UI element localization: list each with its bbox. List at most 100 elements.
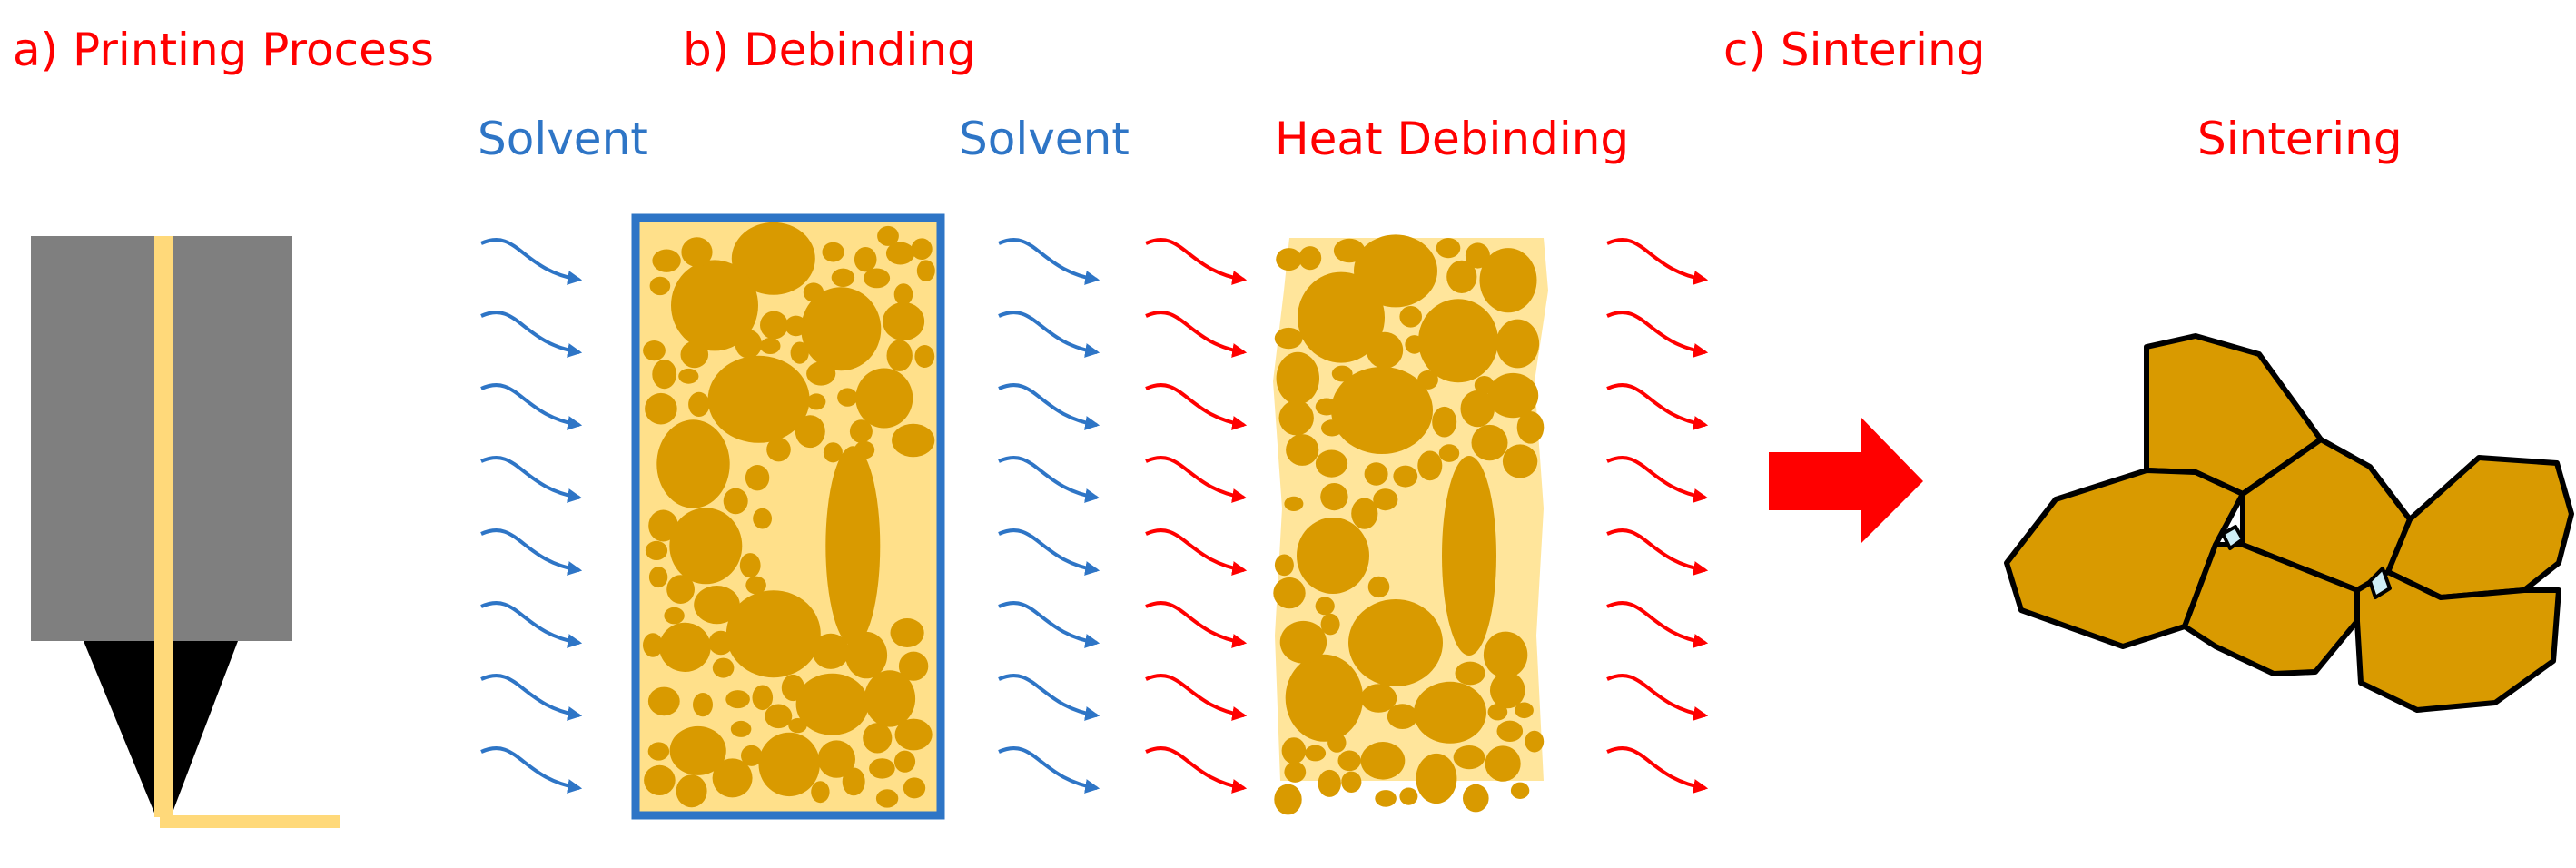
powder-particle [914, 345, 935, 368]
powder-particle [647, 686, 680, 716]
powder-particle [1414, 681, 1486, 744]
powder-particle [753, 508, 772, 529]
curved-arrow-icon [480, 746, 583, 794]
powder-particle [707, 355, 810, 443]
powder-particle [1305, 745, 1327, 762]
powder-particle [1284, 761, 1307, 783]
powder-particle [1274, 327, 1303, 350]
green-part-frame [631, 213, 945, 820]
powder-particle [1485, 745, 1521, 782]
curved-arrow-icon [1606, 456, 1709, 503]
powder-particle [1360, 684, 1397, 713]
solvent-arrows-group-2 [998, 238, 1100, 794]
curved-arrow-icon [1145, 311, 1248, 358]
powder-particle [1298, 246, 1322, 271]
powder-particle [1442, 456, 1496, 656]
powder-particle [795, 415, 825, 449]
powder-particle [885, 242, 915, 265]
powder-particle [648, 509, 678, 542]
printing-process-title: a) Printing Process [13, 24, 434, 76]
powder-particle [745, 465, 770, 491]
heat-arrows-group-2 [1606, 238, 1709, 794]
powder-particle [1436, 238, 1461, 259]
powder-particle [1286, 434, 1319, 466]
powder-particle [1495, 319, 1540, 369]
powder-particle [1405, 335, 1424, 354]
printed-filament [160, 815, 340, 828]
powder-particle [708, 630, 734, 656]
powder-particle [1281, 737, 1307, 764]
curved-arrow-icon [1145, 528, 1248, 576]
powder-particle [823, 442, 843, 463]
powder-particle [647, 742, 670, 761]
powder-particle [1278, 400, 1314, 436]
powder-particle [812, 633, 850, 669]
curved-arrow-icon [1606, 601, 1709, 648]
powder-particle [1438, 444, 1460, 462]
powder-particle [811, 781, 830, 804]
powder-particle [785, 315, 807, 337]
curved-arrow-icon [998, 238, 1100, 285]
powder-particle [669, 508, 743, 585]
powder-particle [652, 249, 681, 272]
sintering-label: Sintering [2197, 113, 2403, 165]
powder-particle [1320, 483, 1348, 511]
powder-particle [1516, 411, 1545, 444]
powder-particle [649, 276, 671, 296]
powder-particle [1502, 444, 1538, 478]
grain [2354, 569, 2561, 713]
curved-arrow-icon [480, 238, 583, 285]
powder-particle [795, 673, 869, 735]
powder-particle [1284, 496, 1304, 512]
powder-particle [645, 392, 677, 425]
powder-particle [1321, 419, 1343, 437]
curved-arrow-icon [1145, 746, 1248, 794]
powder-particle [854, 247, 877, 272]
powder-particle [1298, 271, 1385, 363]
powder-particles-green [643, 222, 935, 808]
powder-particle [1418, 299, 1498, 383]
curved-arrow-icon [998, 601, 1100, 648]
powder-particle [1285, 654, 1364, 742]
powder-particle [886, 340, 913, 371]
powder-particle [664, 607, 685, 625]
powder-particle [1417, 450, 1443, 481]
powder-particle [731, 222, 815, 295]
powder-particle [1373, 488, 1398, 511]
powder-particle [1487, 704, 1508, 721]
powder-particle [825, 446, 881, 646]
grain [2385, 455, 2574, 600]
curved-arrow-icon [998, 456, 1100, 503]
powder-particle [1483, 631, 1528, 678]
debinding-title: b) Debinding [683, 24, 976, 76]
powder-particle [643, 633, 663, 657]
powder-particle [790, 341, 809, 364]
curved-arrow-icon [998, 528, 1100, 576]
curved-arrow-icon [1145, 238, 1248, 285]
curved-arrow-icon [1606, 528, 1709, 576]
powder-particle [849, 419, 873, 443]
powder-particle [735, 330, 762, 359]
powder-particle [1331, 365, 1353, 382]
powder-particle [817, 740, 855, 778]
powder-particle [903, 777, 926, 799]
pore [2368, 567, 2392, 599]
powder-particle [1455, 661, 1485, 686]
powder-particle [788, 718, 807, 734]
curved-arrow-icon [1606, 746, 1709, 794]
powder-particle [1327, 733, 1347, 753]
sintered-grains [2004, 333, 2574, 713]
powder-particle [1375, 790, 1397, 807]
powder-particle [803, 282, 824, 302]
powder-particle [877, 225, 899, 246]
curved-arrow-icon [480, 674, 583, 721]
powder-particle [864, 670, 916, 727]
powder-particle [890, 618, 924, 647]
powder-particle [1416, 753, 1457, 804]
powder-particle [681, 237, 713, 267]
powder-particle [842, 767, 865, 796]
powder-particle [837, 388, 858, 407]
curved-arrow-icon [1145, 456, 1248, 503]
powder-particle [712, 657, 735, 678]
powder-particle [1471, 424, 1508, 461]
